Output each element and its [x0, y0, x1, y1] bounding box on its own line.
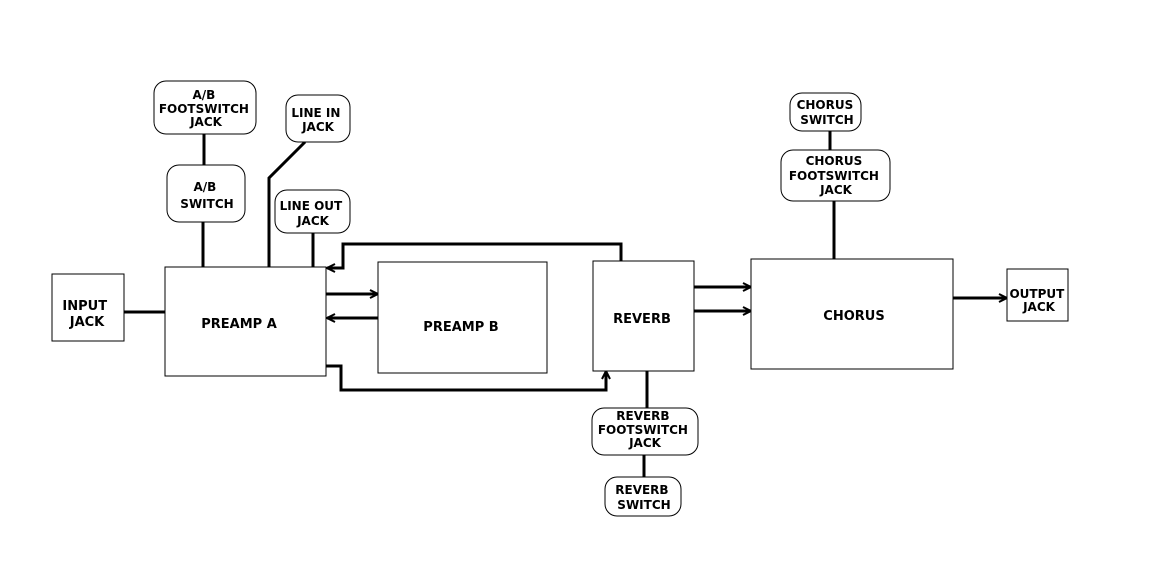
output-jack-label-line-1: OUTPUT — [1009, 287, 1065, 301]
chorus-footswitch-jack-label-line-1: CHORUS — [806, 154, 863, 168]
labels: INPUT JACK PREAMP A PREAMP B REVERB CHOR… — [62, 88, 1068, 512]
preamp-b-label: PREAMP B — [423, 320, 498, 335]
preamp-a-label: PREAMP A — [201, 317, 277, 332]
line-out-jack-label-line-1: LINE OUT — [280, 199, 343, 213]
preamp-b-label-line-1: PREAMP B — [423, 320, 498, 335]
ab-switch-box — [166, 164, 246, 223]
reverb-footswitch-jack-label-line-3: JACK — [628, 436, 662, 450]
input-jack-label-line-2: JACK — [69, 315, 105, 330]
input-jack-label: INPUT JACK — [62, 299, 111, 330]
control-boxes — [153, 80, 891, 517]
ab-footswitch-jack-label: A/B FOOTSWITCH JACK — [159, 88, 253, 129]
reverb-switch-label-line-1: REVERB — [615, 483, 668, 497]
line-out-jack-label-line-2: JACK — [296, 214, 330, 228]
chorus-switch-box — [789, 92, 862, 132]
connections — [124, 131, 1007, 477]
preamp-a-label-line-1: PREAMP A — [201, 317, 277, 332]
line-out-jack-label: LINE OUT JACK — [280, 199, 347, 228]
reverb-switch-label: REVERB SWITCH — [615, 483, 673, 512]
ab-footswitch-jack-box — [153, 80, 257, 135]
chorus-switch-label-line-1: CHORUS — [797, 98, 854, 112]
line-in-jack-label-line-2: JACK — [301, 120, 335, 134]
reverb-block — [592, 260, 695, 372]
line-in-jack-label: LINE IN JACK — [291, 106, 344, 134]
output-jack-block — [1006, 268, 1069, 322]
ab-switch-label-line-2: SWITCH — [180, 197, 233, 211]
chorus-switch-label: CHORUS SWITCH — [797, 98, 858, 127]
reverb-switch-box — [604, 476, 682, 517]
chorus-footswitch-jack-label: CHORUS FOOTSWITCH JACK — [789, 154, 883, 197]
chorus-footswitch-jack-label-line-3: JACK — [819, 183, 853, 197]
ab-footswitch-jack-label-line-3: JACK — [189, 115, 223, 129]
reverb-footswitch-jack-label-line-1: REVERB — [616, 409, 669, 423]
ab-footswitch-jack-label-line-2: FOOTSWITCH — [159, 102, 249, 116]
main-blocks — [51, 258, 1069, 377]
output-jack-label: OUTPUT JACK — [1009, 287, 1068, 314]
chorus-block — [750, 258, 954, 370]
reverb-footswitch-jack-box — [591, 407, 699, 456]
arrow-reverb-return-to-preamp-a — [327, 242, 623, 268]
output-jack-label-line-2: JACK — [1022, 300, 1056, 314]
chorus-label-line-1: CHORUS — [823, 309, 884, 324]
preamp-b-block — [377, 261, 548, 374]
chorus-label: CHORUS — [823, 309, 884, 324]
chorus-footswitch-jack-label-line-2: FOOTSWITCH — [789, 169, 879, 183]
line-in-jack-box — [285, 94, 351, 143]
chorus-footswitch-jack-box — [780, 149, 891, 202]
reverb-footswitch-jack-label: REVERB FOOTSWITCH JACK — [598, 409, 692, 450]
reverb-switch-label-line-2: SWITCH — [617, 498, 670, 512]
ab-switch-label: A/B SWITCH — [180, 180, 233, 211]
reverb-label: REVERB — [613, 312, 671, 327]
ab-footswitch-jack-label-line-1: A/B — [192, 88, 215, 102]
reverb-label-line-1: REVERB — [613, 312, 671, 327]
line-out-jack-box — [274, 189, 351, 234]
wire-line-in-to-preamp-a — [267, 140, 307, 267]
chorus-switch-label-line-2: SWITCH — [800, 113, 853, 127]
line-in-jack-label-line-1: LINE IN — [291, 106, 340, 120]
input-jack-block — [51, 273, 125, 342]
reverb-footswitch-jack-label-line-2: FOOTSWITCH — [598, 423, 688, 437]
input-jack-label-line-1: INPUT — [62, 299, 107, 314]
arrow-preamp-a-to-reverb — [326, 364, 606, 392]
ab-switch-label-line-1: A/B — [193, 180, 216, 194]
preamp-a-block — [164, 266, 327, 377]
